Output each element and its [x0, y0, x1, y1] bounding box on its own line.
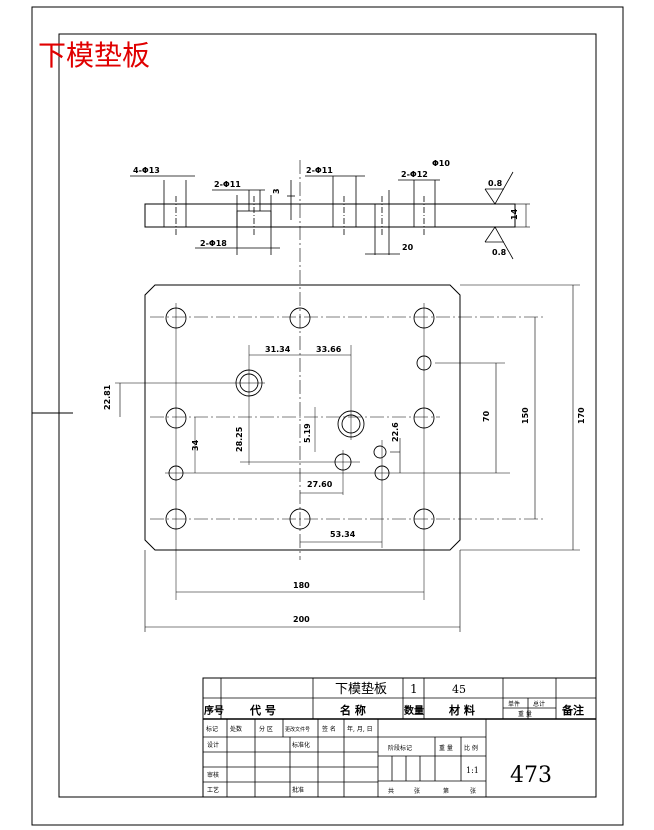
dim-180: 180: [293, 581, 310, 590]
rev-count: 处数: [230, 725, 242, 733]
callout-2-12: 2-Φ12: [401, 170, 428, 179]
sheet-total-unit: 张: [414, 787, 420, 795]
role-design: 设计: [207, 741, 219, 749]
callout-2-11-b: 2-Φ11: [306, 166, 333, 175]
dim-200: 200: [293, 615, 310, 624]
dim-53-34: 53.34: [330, 530, 356, 539]
stage-mark: 阶段标记: [388, 744, 412, 752]
stage-weight: 重 量: [439, 744, 453, 752]
dim-phi10: Φ10: [432, 159, 450, 168]
side-holes: [163, 176, 436, 255]
callout-4-13: 4-Φ13: [133, 166, 160, 175]
dim-27-60: 27.60: [307, 480, 333, 489]
title-block: [202, 677, 597, 798]
header-code: 代 号: [249, 703, 276, 717]
header-remarks: 备注: [561, 703, 584, 717]
header-name: 名 称: [340, 703, 366, 717]
rev-doc: 更改文件号: [285, 726, 310, 733]
plan-dimension-lines: [119, 284, 580, 632]
header-material: 材 料: [449, 703, 475, 717]
rev-mark: 标记: [206, 725, 218, 733]
dim-34: 34: [191, 439, 200, 451]
dim-22-6: 22.6: [391, 422, 400, 442]
rev-sign: 签 名: [322, 725, 336, 733]
dim-3: 3: [272, 188, 281, 194]
rev-date: 年, 月, 日: [347, 725, 373, 733]
dim-thickness: 14: [510, 208, 519, 220]
plate-side-outline: [144, 203, 516, 228]
header-unit-weight: 单件: [508, 700, 520, 708]
role-process: 工艺: [207, 786, 219, 794]
roughness-top-value: 0.8: [488, 179, 503, 188]
header-index: 序号: [204, 704, 224, 717]
rev-zone: 分 区: [259, 725, 273, 733]
role-review: 审核: [207, 771, 219, 779]
header-total-weight: 总计: [533, 700, 545, 708]
role-standard: 标准化: [292, 741, 310, 749]
stage-scale: 比 例: [464, 744, 478, 752]
drawing-number: 473: [510, 763, 552, 788]
dim-5-19: 5.19: [303, 423, 312, 443]
part-quantity: 1: [410, 682, 418, 696]
drawing-title: 下模垫板: [38, 39, 150, 72]
part-material: 45: [452, 683, 466, 696]
side-view: 4-Φ13 2-Φ11 2-Φ11 2-Φ12 2-Φ18 3 Φ10 20 1…: [130, 159, 530, 560]
role-approve: 批准: [292, 786, 304, 794]
dim-28-25: 28.25: [235, 426, 244, 452]
roughness-symbol-top: [484, 171, 514, 205]
roughness-symbol-bottom: [484, 226, 514, 260]
sheet-total-label: 共: [388, 787, 394, 795]
inner-frame: [58, 33, 597, 798]
callout-2-18: 2-Φ18: [200, 239, 227, 248]
part-name: 下模垫板: [335, 681, 387, 697]
sheet-index-label: 第: [443, 787, 449, 795]
dim-70: 70: [482, 410, 491, 422]
header-weight: 重 量: [518, 710, 532, 718]
side-leaders: [130, 175, 440, 255]
outer-frame: [31, 6, 624, 826]
plate-plan-outline: [144, 284, 461, 551]
sheet-index-unit: 张: [470, 787, 476, 795]
plan-view: 31.34 33.66 27.60 53.34 180 200 22.81 34…: [103, 284, 586, 632]
dim-22-81: 22.81: [103, 384, 112, 410]
roughness-bottom-value: 0.8: [492, 248, 507, 257]
dim-20: 20: [402, 243, 414, 252]
scale-value: 1:1: [466, 766, 479, 775]
dim-170: 170: [577, 407, 586, 424]
callout-2-11-a: 2-Φ11: [214, 180, 241, 189]
dim-33-66: 33.66: [316, 345, 342, 354]
dim-150: 150: [521, 407, 530, 424]
dim-31-34: 31.34: [265, 345, 291, 354]
header-quantity: 数量: [404, 704, 424, 717]
